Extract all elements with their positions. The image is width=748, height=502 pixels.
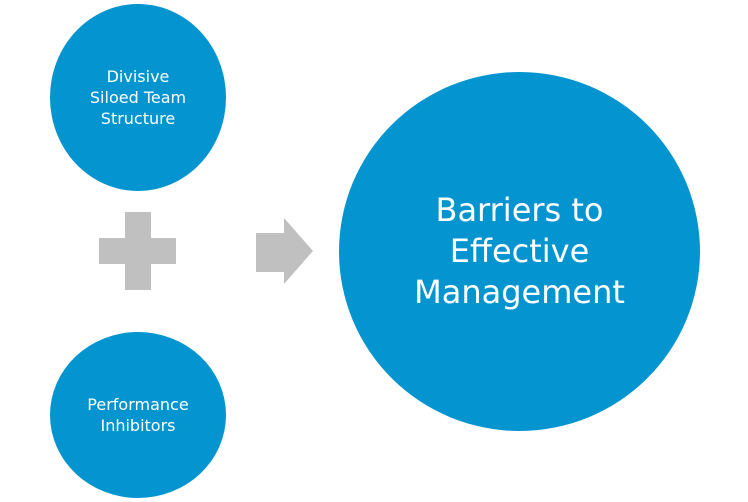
label-line: Siloed Team [89, 88, 187, 107]
label-line: Effective [449, 232, 590, 270]
label-line: Management [414, 273, 625, 311]
label-line: Divisive [106, 67, 170, 86]
result-circle-barriers: Barriers to Effective Management [339, 72, 700, 431]
label-line: Performance [87, 395, 189, 414]
input-circle-performance-inhibitors: Performance Inhibitors [50, 332, 226, 498]
plus-icon [99, 212, 176, 290]
label-line: Barriers to [435, 191, 604, 229]
input-circle-label: Divisive Siloed Team Structure [90, 66, 186, 129]
label-line: Structure [100, 109, 176, 128]
input-circle-siloed-team-structure: Divisive Siloed Team Structure [50, 4, 226, 191]
label-line: Inhibitors [100, 416, 176, 435]
result-circle-label: Barriers to Effective Management [414, 190, 625, 313]
arrow-right-icon [256, 218, 313, 284]
input-circle-label: Performance Inhibitors [87, 394, 188, 436]
